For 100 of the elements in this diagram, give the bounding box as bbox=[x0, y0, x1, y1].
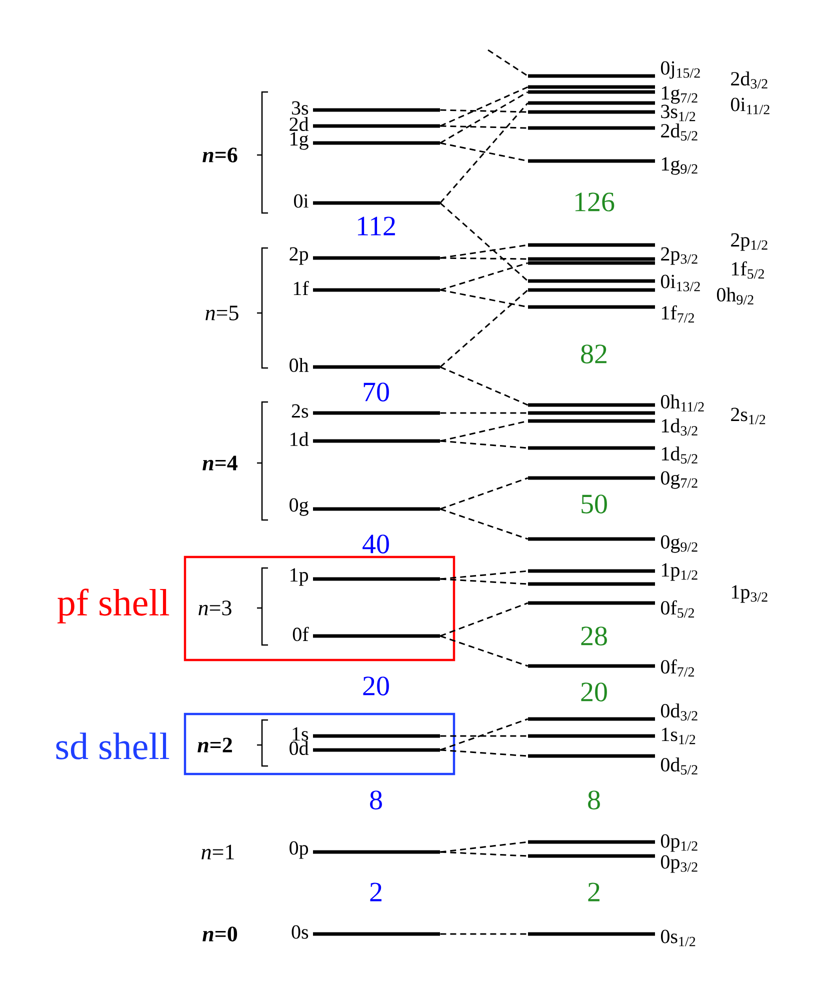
energy-level: 0h bbox=[290, 358, 440, 372]
energy-level: 0d$_{3/2}$ bbox=[528, 703, 698, 721]
node-label: 0h$_{11/2}$ bbox=[660, 394, 704, 412]
energy-level: 0f bbox=[292, 626, 440, 642]
magic-number: 2 bbox=[588, 882, 600, 902]
node-label: 1g bbox=[290, 132, 308, 150]
node-label: 0i$_{13/2}$ bbox=[660, 274, 700, 292]
connector-line bbox=[440, 366, 528, 406]
connector-line bbox=[440, 262, 528, 291]
node-label: 2d bbox=[290, 116, 309, 132]
energy-level: 0d$_{5/2}$ bbox=[528, 754, 698, 775]
connector-line bbox=[440, 578, 528, 585]
energy-level: 0p$_{3/2}$ bbox=[528, 854, 698, 873]
energy-level: 2d$_{5/2}$ bbox=[528, 123, 698, 141]
connector-line bbox=[440, 289, 528, 368]
node-label: 2d$_{3/2}$ bbox=[731, 71, 768, 89]
node-label: 2s bbox=[292, 404, 308, 418]
energy-level: 1d bbox=[290, 432, 440, 446]
magic-number: 8 bbox=[370, 790, 382, 810]
node-label: 0i$_{11/2}$ bbox=[730, 98, 770, 114]
connector-line bbox=[440, 125, 528, 129]
node-label: 1s bbox=[292, 727, 308, 741]
node-label: 0j$_{15/2}$ bbox=[660, 61, 700, 79]
connector-line bbox=[440, 202, 528, 282]
energy-level: 0p$_{1/2}$ bbox=[528, 834, 698, 852]
node-label: 0g$_{7/2}$ bbox=[660, 471, 698, 489]
node-label: 0f$_{5/2}$ bbox=[660, 600, 694, 618]
energy-level: 1g$_{7/2}$ bbox=[528, 86, 698, 104]
energy-level: 3s bbox=[292, 101, 440, 115]
energy-level: 0i bbox=[294, 194, 440, 208]
connector-line bbox=[440, 841, 528, 853]
connector-line bbox=[440, 602, 528, 637]
energy-level: 1p bbox=[290, 568, 440, 586]
connector-line bbox=[440, 412, 528, 414]
magic-number: 112 bbox=[358, 216, 395, 236]
node-label: 0d$_{5/2}$ bbox=[660, 757, 698, 775]
node-label: 0g bbox=[290, 498, 308, 516]
energy-level: 1g$_{9/2}$ bbox=[528, 157, 698, 175]
node-label: 0p$_{1/2}$ bbox=[660, 834, 698, 852]
connector-line bbox=[440, 718, 528, 751]
energy-level: 2p bbox=[290, 247, 440, 265]
connector-line bbox=[440, 109, 528, 113]
node-label: 0f$_{7/2}$ bbox=[660, 659, 694, 677]
energy-level: 0h$_{11/2}$ bbox=[528, 394, 704, 412]
node-label: 1p$_{3/2}$ bbox=[732, 585, 768, 603]
node-label: 2p bbox=[290, 247, 308, 265]
energy-level: 0s bbox=[292, 925, 440, 939]
node-label: 1g$_{9/2}$ bbox=[662, 157, 698, 175]
connector-line bbox=[440, 570, 528, 580]
node-label: 0s bbox=[292, 925, 308, 939]
node-label: 2p$_{1/2}$ bbox=[731, 233, 768, 251]
energy-level: 0f$_{5/2}$ bbox=[528, 600, 694, 618]
energy-level: 2p$_{3/2}$ bbox=[528, 247, 698, 265]
energy-level: 0g$_{7/2}$ bbox=[528, 471, 698, 489]
energy-level: 1g bbox=[290, 132, 440, 150]
magic-number: 2 bbox=[370, 882, 382, 902]
node-label: 3s bbox=[292, 101, 308, 115]
connector-line bbox=[440, 508, 528, 540]
node-label: 3s$_{1/2}$ bbox=[661, 104, 696, 122]
node-label: pf shell bbox=[57, 588, 170, 624]
node-label: 1d$_{5/2}$ bbox=[662, 446, 698, 464]
magic-number: 28 bbox=[581, 626, 607, 646]
magic-number: 20 bbox=[581, 682, 607, 702]
energy-level: 1d$_{5/2}$ bbox=[528, 446, 698, 464]
shell-label: n=2 bbox=[198, 738, 232, 752]
node-label: 0i bbox=[294, 194, 308, 208]
connector-line bbox=[440, 91, 528, 144]
energy-level: 2d bbox=[290, 116, 440, 132]
energy-level: 0s$_{1/2}$ bbox=[528, 930, 696, 946]
node-label: 2s$_{1/2}$ bbox=[731, 408, 766, 424]
magic-number: 126 bbox=[575, 192, 614, 212]
shell-label: n=6 bbox=[202, 148, 238, 162]
magic-number: 40 bbox=[362, 534, 389, 554]
energy-level: 0g bbox=[290, 498, 440, 516]
connector-line bbox=[440, 440, 528, 449]
energy-level: 1s bbox=[292, 727, 440, 741]
energy-level: 0i$_{13/2}$ bbox=[528, 274, 700, 292]
magic-number: 8 bbox=[588, 790, 600, 810]
connector-line bbox=[440, 102, 528, 204]
energy-level: 1f$_{7/2}$ bbox=[528, 305, 694, 323]
shell-label: n=1 bbox=[202, 844, 234, 860]
node-label: 0p bbox=[290, 841, 308, 859]
shell-label: n=3 bbox=[198, 600, 232, 616]
energy-level: 0f$_{7/2}$ bbox=[528, 659, 694, 677]
connector-line bbox=[440, 933, 528, 935]
connector-line bbox=[440, 851, 528, 857]
connector-line bbox=[440, 244, 528, 259]
node-label: 0d$_{3/2}$ bbox=[660, 703, 698, 721]
node-label: 0s$_{1/2}$ bbox=[660, 930, 696, 946]
node-label: 1p bbox=[290, 568, 308, 586]
energy-level: 2s bbox=[292, 404, 440, 418]
node-label: 0f bbox=[292, 626, 309, 642]
energy-level: 3s$_{1/2}$ bbox=[528, 104, 696, 122]
energy-level: 0g$_{9/2}$ bbox=[528, 535, 698, 553]
node-label: 0p$_{3/2}$ bbox=[660, 855, 698, 873]
connector-line bbox=[488, 49, 528, 77]
node-label: 0g$_{9/2}$ bbox=[660, 535, 698, 553]
energy-level: 0p bbox=[290, 841, 440, 859]
magic-number: 20 bbox=[363, 676, 389, 696]
node-label: 0h bbox=[290, 358, 309, 372]
